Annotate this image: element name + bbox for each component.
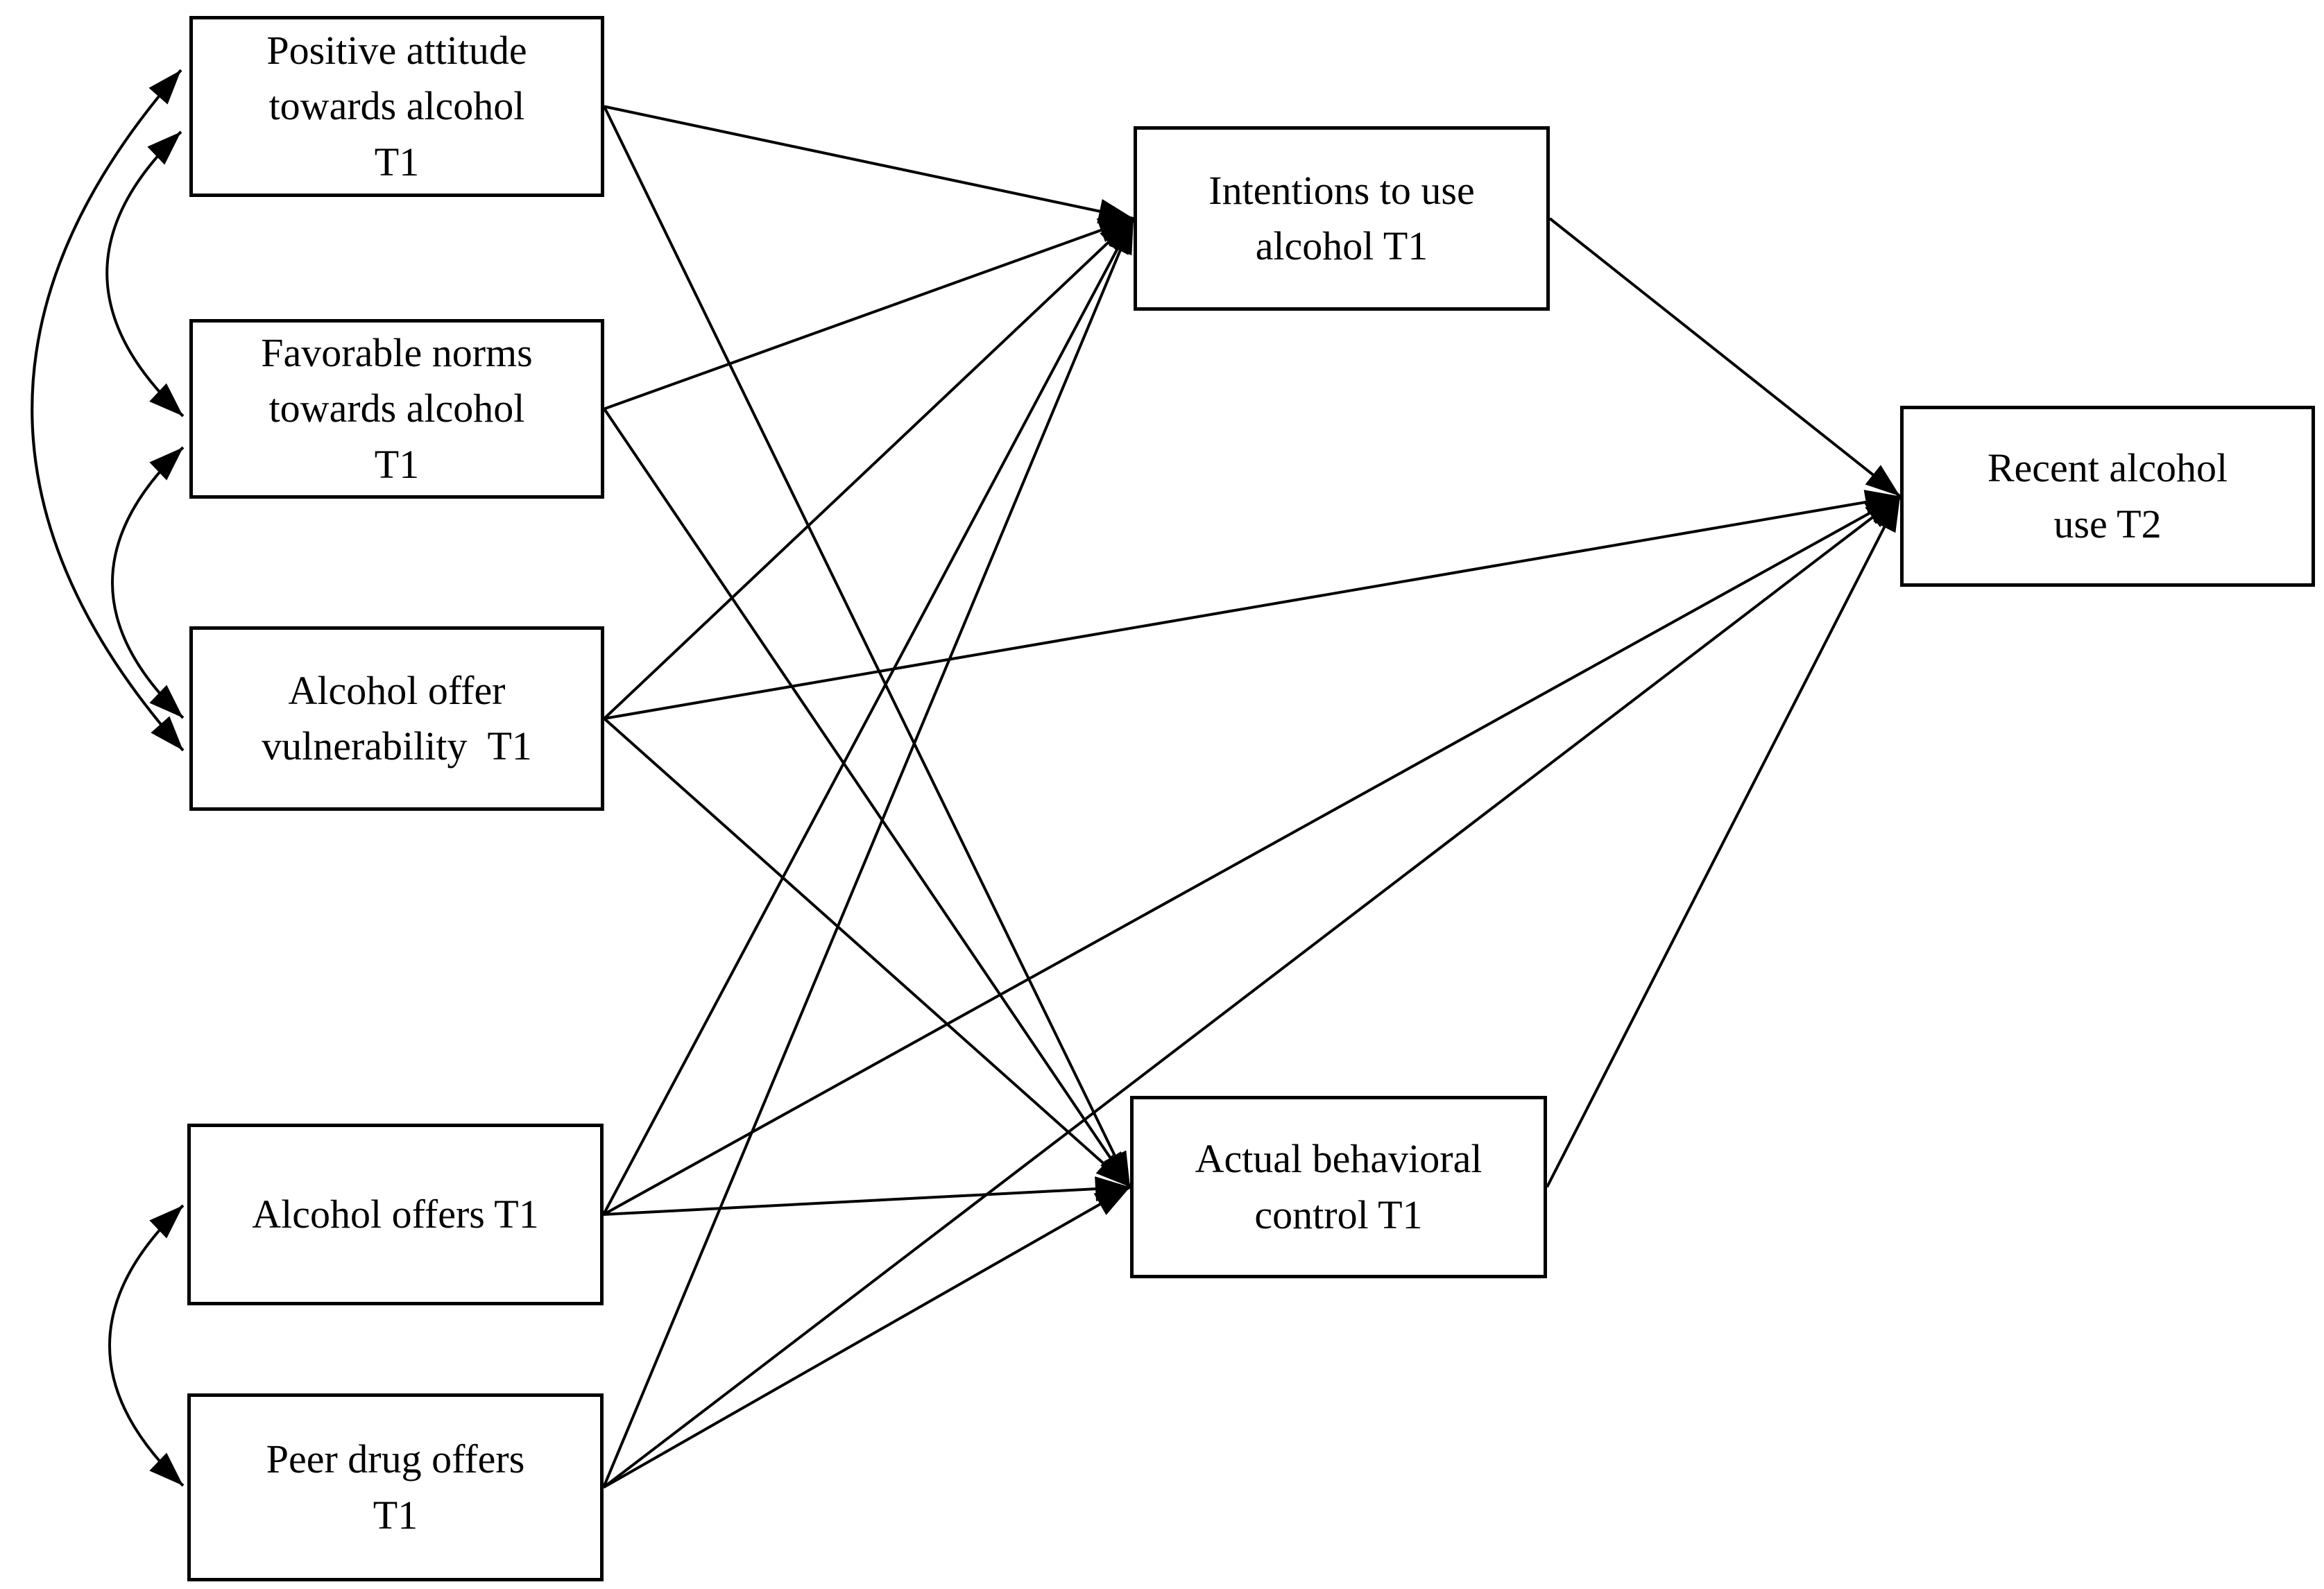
path-arrow-attitude-to-intentions: [604, 105, 1134, 224]
path-arrow-alcohol_offers-to-control: [603, 1176, 1131, 1216]
covariance-arrow-alcohol_offers-peer_offers: [108, 1204, 185, 1487]
path-arrow-peer_offers-to-recent_use: [602, 495, 1902, 1489]
node-favorable-norms: Favorable norms towards alcohol T1: [189, 319, 604, 499]
path-arrow-intentions-to-recent_use: [1548, 217, 1902, 498]
path-arrow-norms-to-control: [603, 408, 1131, 1188]
covariance-arrow-attitude-vulnerability: [31, 69, 185, 752]
path-arrow-control-to-recent_use: [1546, 495, 1902, 1188]
path-arrow-peer_offers-to-control: [603, 1185, 1131, 1489]
path-arrow-vulnerability-to-recent_use: [604, 490, 1901, 720]
node-recent-alcohol-use: Recent alcohol use T2: [1900, 406, 2315, 587]
path-arrow-vulnerability-to-intentions: [603, 217, 1135, 720]
path-arrow-peer_offers-to-intentions: [602, 218, 1135, 1488]
path-arrow-attitude-to-control: [603, 105, 1131, 1188]
path-arrow-norms-to-intentions: [604, 217, 1134, 411]
node-alcohol-offers: Alcohol offers T1: [187, 1124, 604, 1305]
node-alcohol-offer-vulnerability: Alcohol offer vulnerability T1: [189, 626, 604, 811]
path-arrow-alcohol_offers-to-recent_use: [603, 495, 1901, 1216]
node-intentions-to-use: Intentions to use alcohol T1: [1134, 126, 1550, 311]
covariance-arrow-norms-vulnerability: [111, 446, 185, 719]
node-peer-drug-offers: Peer drug offers T1: [187, 1393, 604, 1581]
covariance-arrow-attitude-norms: [105, 130, 185, 418]
path-arrow-alcohol_offers-to-intentions: [602, 218, 1135, 1215]
node-positive-attitude: Positive attitude towards alcohol T1: [189, 16, 604, 197]
path-arrow-vulnerability-to-control: [603, 717, 1131, 1188]
node-actual-behavioral-control: Actual behavioral control T1: [1130, 1096, 1547, 1278]
